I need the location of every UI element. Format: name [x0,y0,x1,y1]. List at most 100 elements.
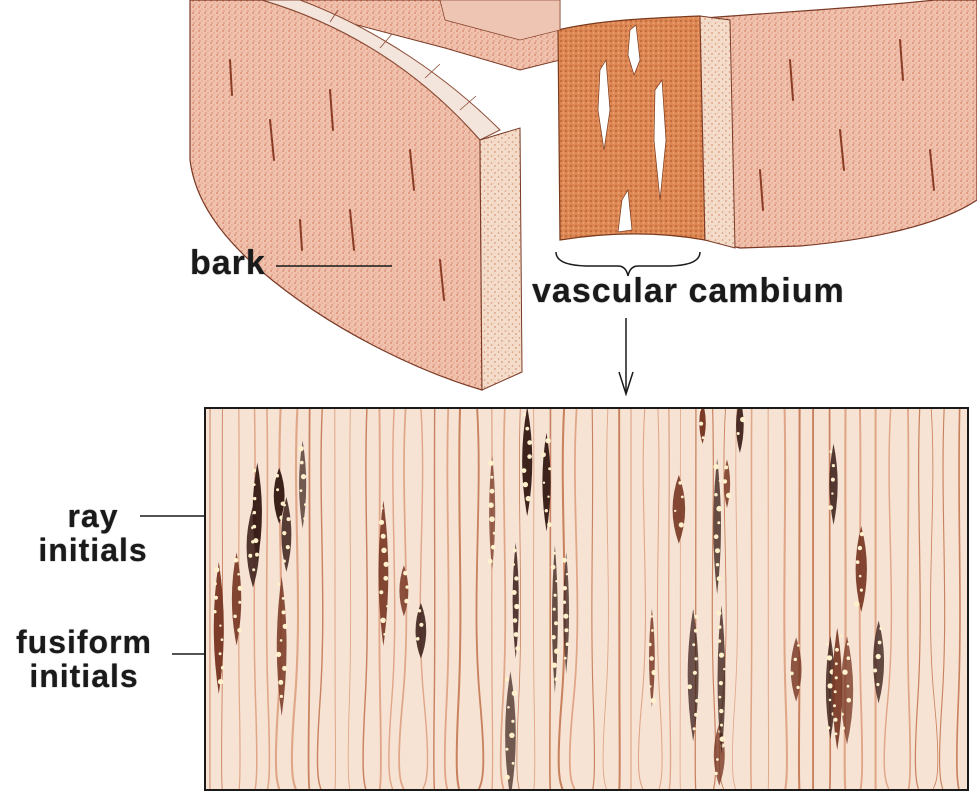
ray-nucleus [834,662,838,666]
ray-nucleus [383,561,389,567]
ray-initials-line1: ray [67,498,119,534]
right-bark-segment [704,0,977,249]
bark-fissures [229,39,935,301]
ray-nucleus [563,656,567,660]
ray-nucleus [511,590,517,595]
ray-nucleus [252,524,257,529]
ray-nucleus [828,505,833,510]
ray-nucleus [404,598,409,604]
ray-nucleus [403,570,408,576]
ray-initial-cell [687,608,699,742]
fusiform-cell-wall [939,408,946,790]
left-cut-face [261,0,501,141]
ray-initial-cell [273,467,285,524]
ray-nucleus [719,708,724,714]
bark-label: bark [190,244,266,282]
fusiform-cell-wall [797,408,801,790]
ray-nucleus [507,706,510,709]
ray-nucleus [512,563,515,566]
fusiform-cell-wall [443,408,450,790]
ray-nucleus [405,585,409,589]
ray-nucleus [505,747,509,751]
ray-nucleus [716,610,722,616]
vascular-cambium-label: vascular cambium [532,272,845,310]
ray-nucleus [846,697,852,703]
fusiform-cell-wall [711,408,717,790]
ray-nucleus [237,628,242,633]
fusiform-cell-wall [265,408,271,790]
ray-nucleus [699,421,704,426]
ray-initial-cell [542,432,551,532]
ray-nucleus [698,408,702,411]
ray-nucleus [213,610,217,614]
left-bark-segment [189,0,483,391]
ray-nucleus [509,732,515,738]
ray-nucleus [233,558,239,563]
fusiform-cell-wall [362,408,369,790]
ray-nucleus [718,479,722,482]
ray-nucleus [252,468,257,473]
ray-nucleus [380,533,386,539]
ray-nucleus [693,628,698,633]
ray-nucleus [548,467,552,471]
ray-nucleus [281,597,285,600]
ray-nucleus [846,642,850,646]
ray-nucleus [694,614,699,619]
ray-nucleus [275,651,282,658]
ray-nucleus [740,416,746,423]
ray-nucleus [303,517,306,520]
fusiform-cell-wall [783,408,788,790]
ray-nucleus [220,665,225,670]
ray-nucleus [512,618,518,623]
ray-nucleus [527,454,532,459]
top-strip [439,0,561,41]
ray-nucleus [793,657,797,662]
ray-nucleus [278,679,284,685]
right-end-face [699,15,736,249]
ray-nucleus [237,585,243,591]
ray-nucleus [253,496,257,501]
ray-nucleus [219,624,222,627]
ray-nucleus [692,670,698,675]
ray-nucleus [552,607,556,611]
ray-nucleus [252,510,257,515]
ray-nucleus [835,647,839,652]
ray-nucleus [829,450,833,454]
ray-nucleus [563,613,569,619]
fusiform-cell-wall [568,408,579,790]
ray-nucleus [564,628,569,633]
ray-nucleus [720,723,723,727]
ray-nucleus [540,452,546,458]
fusiform-cell-wall [516,408,522,790]
ray-nucleus [547,495,550,498]
fusiform-initials-label: fusiform initials [0,625,168,693]
ray-nucleus [237,573,240,576]
ray-nucleus [252,483,256,486]
fusiform-cell-wall [398,408,408,790]
ray-nucleus [488,460,494,466]
ray-nucleus [854,601,860,607]
ray-nucleus [716,505,722,512]
ray-nucleus [551,635,556,640]
ray-initial-cell [415,602,427,659]
ray-nucleus [511,690,518,697]
ray-nucleus [490,544,496,550]
ray-nucleus [797,644,800,647]
left-end-face [479,127,523,391]
ray-initial-cell [505,671,516,790]
ray-nucleus [692,727,696,731]
fusiform-cell-wall [694,408,697,790]
ray-nucleus [834,676,838,680]
ray-initial-cell [522,408,533,517]
ray-nucleus [717,521,721,525]
ray-nucleus [834,732,838,736]
ray-nucleus [553,551,556,555]
ray-initials-line2: initials [38,531,148,568]
ray-nucleus [718,681,724,686]
ray-nucleus [419,622,424,627]
ray-nucleus [855,560,860,564]
ray-initial-cell [399,565,409,617]
ray-nucleus [724,465,729,470]
ray-nucleus [217,679,224,685]
